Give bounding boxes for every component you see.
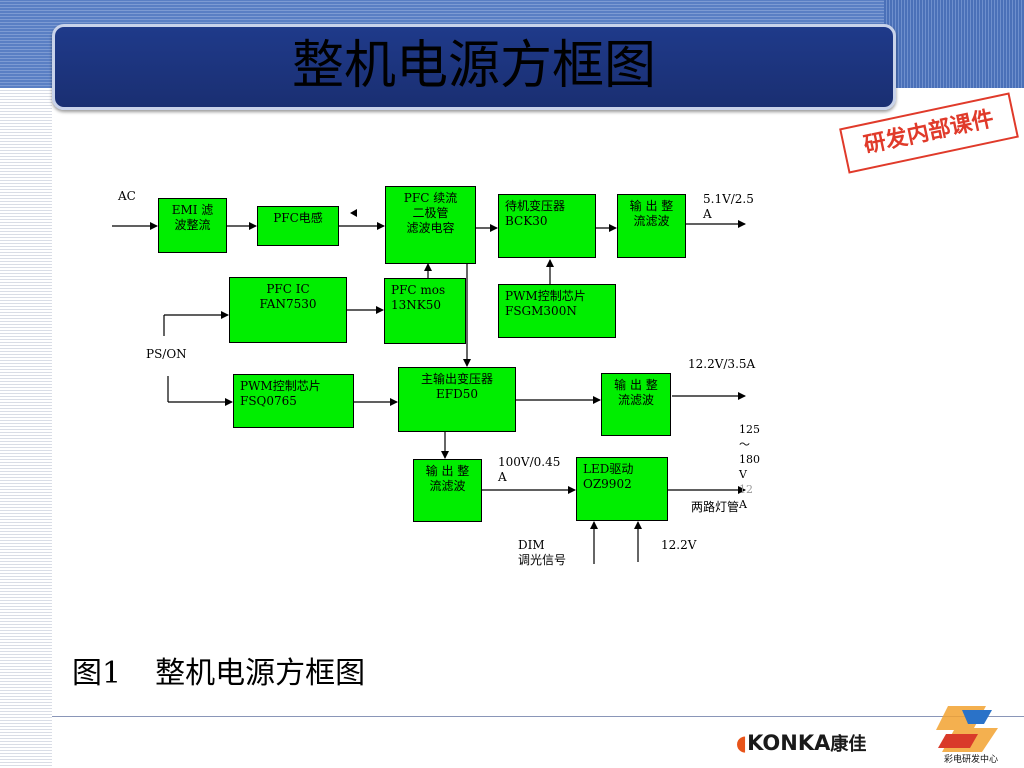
pwm-standby-controller-block: PWM控制芯片 FSGM300N [498, 284, 616, 338]
standby-voltage-line1: 5.1V/2.5 [703, 192, 754, 206]
pfc-mos-block: PFC mos 13NK50 [384, 278, 466, 344]
dim-label-line2: 调光信号 [518, 553, 567, 567]
led-supply-voltage-label: 12.2V [661, 538, 697, 552]
led-voltage-line4: V [739, 468, 747, 481]
main-transformer-line2: EFD50 [436, 387, 478, 401]
rd-center-logo-icon: 彩电研发中心 [936, 706, 998, 764]
hv-output-line1: 输 出 整 [425, 464, 470, 478]
left-hatch-decoration [0, 0, 52, 768]
pfc-mos-line2: 13NK50 [391, 298, 442, 312]
led-driver-line1: LED驱动 [583, 462, 634, 476]
ac-input-label: AC [118, 189, 136, 203]
standby-transformer-line1: 待机变压器 [505, 199, 566, 213]
led-voltage-line2: ～ [739, 438, 750, 451]
figure-caption: 图1 整机电源方框图 [72, 648, 399, 692]
pfc-ic-block: PFC IC FAN7530 [229, 277, 347, 343]
title-bar [52, 24, 896, 110]
led-voltage-line3: 180 [739, 453, 760, 466]
led-driver-block: LED驱动 OZ9902 [576, 457, 668, 521]
standby-transformer-block: 待机变压器 BCK30 [498, 194, 596, 258]
pwm-main-line2: FSQ0765 [240, 394, 297, 408]
led-voltage-label: 125 ～ 180 V 12 A [739, 422, 760, 512]
standby-output-line1: 输 出 整 [629, 199, 674, 213]
main-voltage-label: 12.2V/3.5A [688, 357, 756, 371]
footer-divider [52, 716, 1024, 717]
logo-text: 彩电研发中心 [944, 753, 998, 764]
ps-on-label: PS/ON [146, 347, 187, 361]
pfc-diode-line1: PFC 续流 [403, 191, 458, 205]
led-voltage-line6: A [739, 498, 747, 511]
hv-voltage-label: 100V/0.45 A [498, 455, 560, 485]
main-output-line1: 输 出 整 [614, 378, 658, 392]
standby-output-line2: 流滤波 [633, 214, 670, 228]
konka-mark-icon: ◖ [736, 731, 748, 755]
led-voltage-line1: 125 [739, 423, 760, 436]
pfc-inductor-block: PFC电感 [257, 206, 339, 246]
figure-number: 图1 [72, 656, 122, 691]
emi-label-line1: EMI 滤 [171, 203, 214, 217]
page-title: 整机电源方框图 [291, 36, 656, 96]
dim-signal-label: DIM 调光信号 [518, 538, 566, 568]
hv-output-line2: 流滤波 [429, 479, 466, 493]
pfc-diode-line2: 二极管 [412, 206, 449, 220]
standby-output-rectifier-block: 输 出 整 流滤波 [617, 194, 686, 258]
hv-voltage-line2: A [498, 470, 507, 484]
emi-label-line2: 波整流 [174, 218, 211, 232]
led-voltage-line5: 12 [739, 483, 753, 496]
main-transformer-block: 主输出变压器 EFD50 [398, 367, 516, 432]
two-tubes-label: 两路灯管 [691, 500, 740, 514]
main-output-line2: 流滤波 [617, 393, 654, 407]
pfc-inductor-label: PFC电感 [273, 211, 323, 225]
konka-brand-text: KONKA [747, 731, 831, 755]
pfc-diode-line3: 滤波电容 [406, 221, 455, 235]
standby-voltage-label: 5.1V/2.5 A [703, 192, 754, 222]
pfc-ic-line1: PFC IC [266, 282, 310, 296]
top-right-band-decoration [884, 0, 1024, 88]
pfc-ic-line2: FAN7530 [259, 297, 317, 311]
standby-voltage-line2: A [703, 207, 712, 221]
main-transformer-line1: 主输出变压器 [420, 372, 493, 386]
pwm-standby-line2: FSGM300N [505, 304, 577, 318]
pwm-main-controller-block: PWM控制芯片 FSQ0765 [233, 374, 354, 428]
main-output-rectifier-block: 输 出 整 流滤波 [601, 373, 671, 436]
standby-transformer-line2: BCK30 [505, 214, 548, 228]
hv-output-rectifier-block: 输 出 整 流滤波 [413, 459, 482, 522]
konka-brand: ◖KONKA康佳 [736, 730, 866, 756]
pfc-mos-line1: PFC mos [391, 283, 446, 297]
dim-label-line1: DIM [518, 538, 545, 552]
led-driver-line2: OZ9902 [583, 477, 632, 491]
emi-filter-rectifier-block: EMI 滤 波整流 [158, 198, 227, 253]
figure-caption-text: 整机电源方框图 [155, 656, 366, 691]
pfc-diode-capacitor-block: PFC 续流 二极管 滤波电容 [385, 186, 476, 264]
pwm-main-line1: PWM控制芯片 [240, 379, 321, 393]
hv-voltage-line1: 100V/0.45 [498, 455, 561, 469]
konka-brand-cn: 康佳 [830, 734, 867, 755]
pwm-standby-line1: PWM控制芯片 [505, 289, 586, 303]
